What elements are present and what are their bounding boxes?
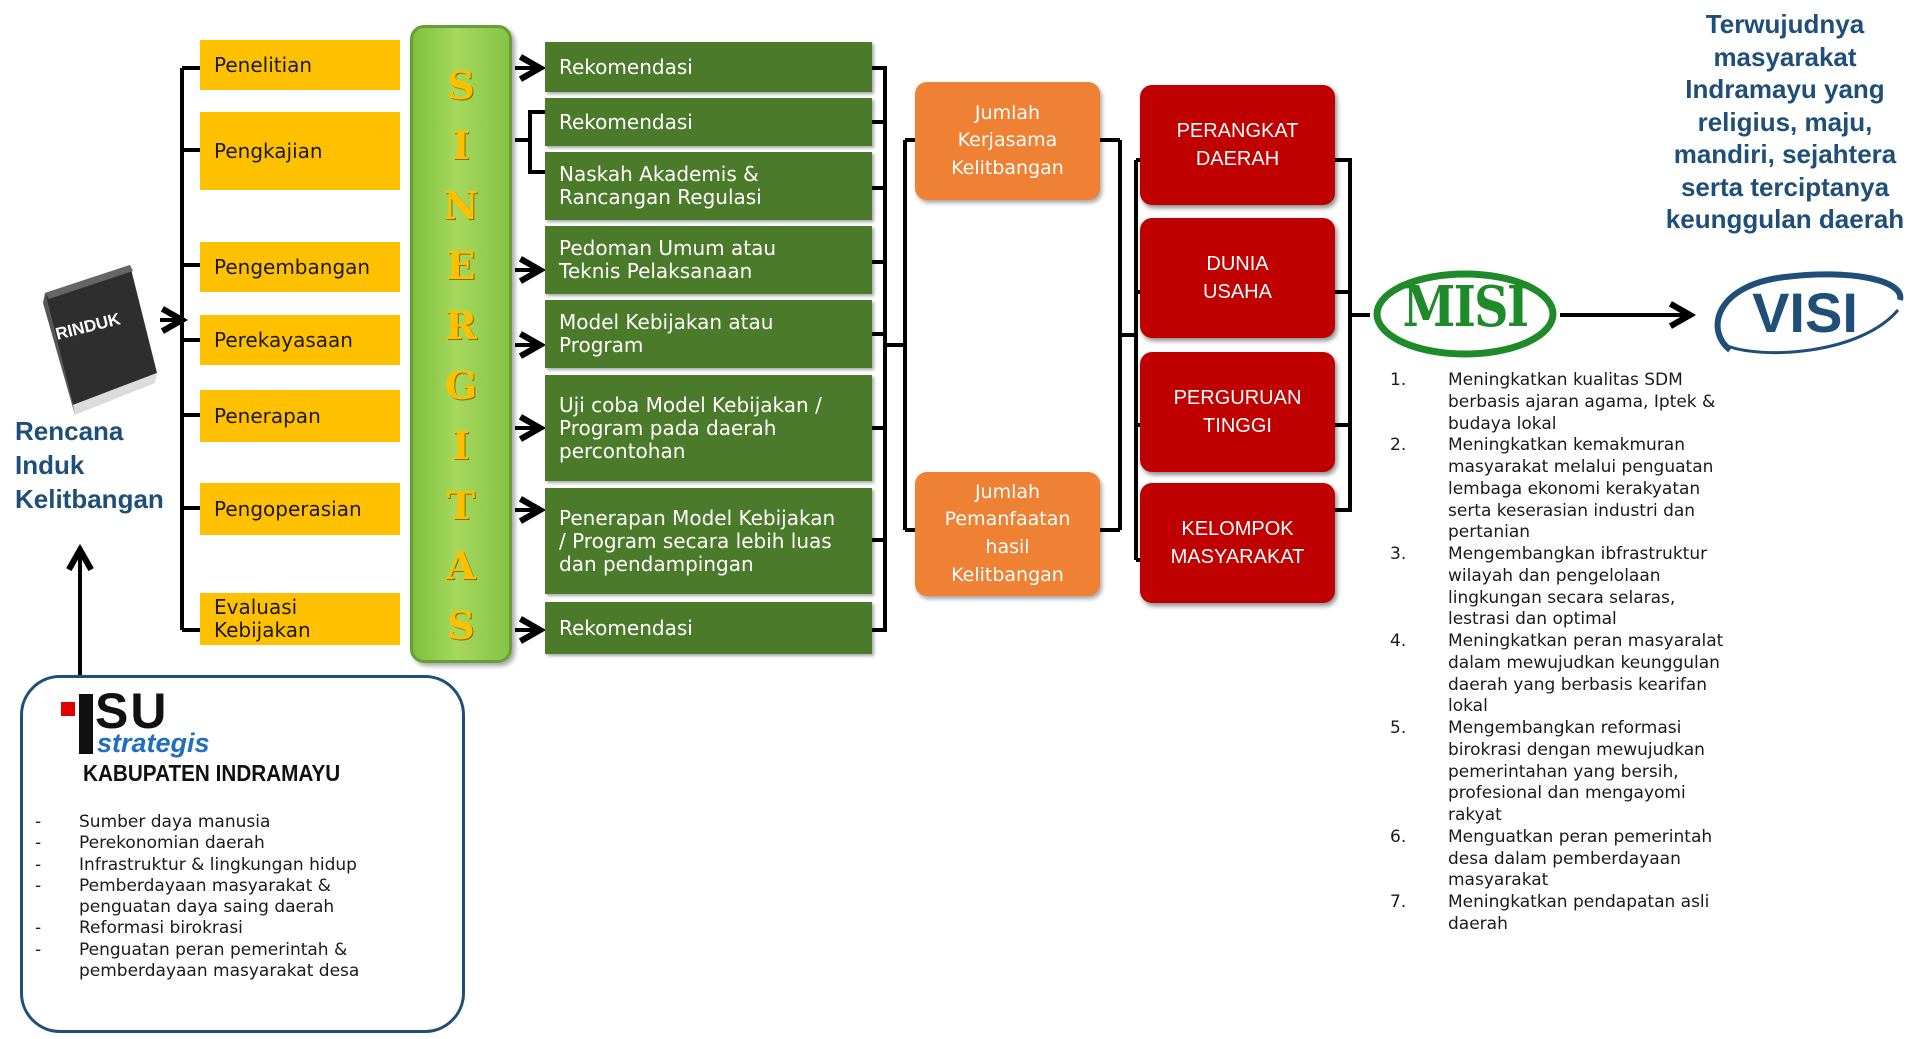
output-naskah-akademis: Naskah Akademis & Rancangan Regulasi	[545, 152, 872, 220]
output-penerapan-model: Penerapan Model Kebijakan / Program seca…	[545, 488, 872, 594]
stakeholder-perangkat-daerah: PERANGKAT DAERAH	[1140, 85, 1335, 205]
sinergitas-letter: E	[446, 243, 476, 288]
rinduk-caption: Rencana Induk Kelitbangan	[15, 416, 164, 514]
misi-number: 2.	[1390, 435, 1407, 456]
output-rekomendasi-1: Rekomendasi	[545, 42, 872, 92]
indicator-jumlah-pemanfaatan: Jumlah Pemanfaatan hasil Kelitbangan	[915, 472, 1100, 596]
isu-dash: -	[35, 812, 42, 832]
misi-number: 6.	[1390, 826, 1407, 847]
activity-pengkajian: Pengkajian	[200, 112, 400, 190]
misi-item: 3. Mengembangkan ibfrastruktur wilayah d…	[1390, 544, 1910, 631]
misi-text: Mengembangkan ibfrastruktur wilayah dan …	[1448, 544, 1708, 630]
isu-item: - Pemberdayaan masyarakat & penguatan da…	[35, 876, 455, 919]
rinduk-book-icon: RINDUK	[25, 255, 160, 415]
visi-logo: VISI	[1700, 255, 1910, 365]
visi-logo-text: VISI	[1752, 281, 1858, 344]
output-pedoman-umum: Pedoman Umum atau Teknis Pelaksanaan	[545, 226, 872, 294]
misi-number: 7.	[1390, 892, 1407, 912]
sinergitas-letter: S	[447, 603, 475, 648]
isu-strategis-panel: SU strategis KABUPATEN INDRAMAYU - Sumbe…	[20, 675, 465, 1033]
stakeholder-perguruan-tinggi: PERGURUAN TINGGI	[1140, 352, 1335, 472]
misi-list: 1. Meningkatkan kualitas SDM berbasis aj…	[1390, 370, 1910, 936]
misi-item: 5. Mengembangkan reformasi birokrasi den…	[1390, 718, 1910, 827]
isu-text: Penguatan peran pemerintah & pemberdayaa…	[79, 939, 360, 981]
misi-item: 4. Meningkatkan peran masyaralat dalam m…	[1390, 631, 1910, 718]
isu-dash: -	[35, 854, 42, 875]
misi-item: 1. Meningkatkan kualitas SDM berbasis aj…	[1390, 370, 1910, 435]
isu-item: - Reformasi birokrasi	[35, 918, 455, 939]
book-graphic	[43, 265, 157, 415]
indicator-jumlah-kerjasama: Jumlah Kerjasama Kelitbangan	[915, 82, 1100, 200]
activity-penerapan: Penerapan	[200, 390, 400, 442]
sinergitas-letter: I	[452, 123, 470, 168]
misi-text: Meningkatkan kemakmuran masyarakat melal…	[1448, 435, 1714, 543]
activity-evaluasi-kebijakan: Evaluasi Kebijakan	[200, 593, 400, 645]
isu-logo-red-square	[61, 702, 75, 716]
isu-item: - Penguatan peran pemerintah & pemberday…	[35, 940, 455, 983]
output-rekomendasi-2: Rekomendasi	[545, 98, 872, 146]
stakeholder-dunia-usaha: DUNIA USAHA	[1140, 218, 1335, 338]
misi-item: 2. Meningkatkan kemakmuran masyarakat me…	[1390, 435, 1910, 544]
misi-number: 3.	[1390, 544, 1407, 564]
isu-text: Pemberdayaan masyarakat & penguatan daya…	[79, 875, 335, 917]
activity-pengoperasian: Pengoperasian	[200, 483, 400, 535]
isu-list: - Sumber daya manusia - Perekonomian dae…	[35, 812, 455, 982]
misi-text: Meningkatkan pendapatan asli daerah	[1448, 892, 1710, 934]
isu-item: - Perekonomian daerah	[35, 833, 455, 854]
misi-item: 6. Menguatkan peran pemerintah desa dala…	[1390, 827, 1910, 892]
sinergitas-letter: I	[452, 423, 470, 468]
activity-perekayasaan: Perekayasaan	[200, 315, 400, 365]
isu-logo: SU strategis	[61, 683, 321, 758]
misi-number: 5.	[1390, 718, 1407, 738]
visi-swoosh-icon	[1714, 271, 1904, 355]
isu-item: - Infrastruktur & lingkungan hidup	[35, 855, 455, 876]
isu-text: Infrastruktur & lingkungan hidup	[79, 854, 357, 875]
output-rekomendasi-3: Rekomendasi	[545, 602, 872, 654]
sinergitas-bar: S I N E R G I T A S	[410, 25, 512, 663]
misi-text: Mengembangkan reformasi birokrasi dengan…	[1448, 718, 1705, 825]
misi-ellipse-icon	[1373, 270, 1557, 358]
misi-number: 4.	[1390, 631, 1407, 651]
isu-item: - Sumber daya manusia	[35, 812, 455, 833]
sinergitas-letter: R	[445, 303, 477, 348]
isu-logo-big: SU	[95, 683, 169, 739]
misi-item: 7. Meningkatkan pendapatan asli daerah	[1390, 892, 1910, 936]
misi-logo-text: MISI	[1402, 274, 1530, 340]
misi-number: 1.	[1390, 370, 1407, 390]
vision-statement: Terwujudnya masyarakat Indramayu yang re…	[1665, 9, 1905, 234]
isu-dash: -	[35, 875, 42, 896]
activity-penelitian: Penelitian	[200, 40, 400, 90]
sinergitas-letter: G	[444, 363, 478, 408]
misi-text: Meningkatkan peran masyaralat dalam mewu…	[1448, 631, 1724, 717]
isu-text: Perekonomian daerah	[79, 833, 265, 854]
isu-dash: -	[35, 939, 42, 960]
sinergitas-letter: A	[446, 543, 476, 588]
sinergitas-letter: T	[446, 483, 476, 528]
misi-text: Meningkatkan kualitas SDM berbasis ajara…	[1448, 370, 1716, 434]
isu-logo-bar	[79, 694, 93, 754]
isu-dash: -	[35, 918, 42, 939]
output-uji-coba: Uji coba Model Kebijakan / Program pada …	[545, 375, 872, 481]
isu-text: Reformasi birokrasi	[79, 918, 243, 939]
isu-dash: -	[35, 833, 42, 854]
stakeholder-kelompok-masyarakat: KELOMPOK MASYARAKAT	[1140, 483, 1335, 603]
sinergitas-letter: S	[447, 63, 475, 108]
isu-logo-small: strategis	[97, 728, 210, 758]
isu-subtitle: KABUPATEN INDRAMAYU	[83, 760, 341, 786]
activity-pengembangan: Pengembangan	[200, 242, 400, 292]
sinergitas-letter: N	[443, 183, 479, 228]
isu-text: Sumber daya manusia	[79, 812, 271, 832]
misi-text: Menguatkan peran pemerintah desa dalam p…	[1448, 826, 1713, 891]
output-model-kebijakan: Model Kebijakan atau Program	[545, 300, 872, 368]
misi-logo: MISI	[1370, 262, 1560, 362]
